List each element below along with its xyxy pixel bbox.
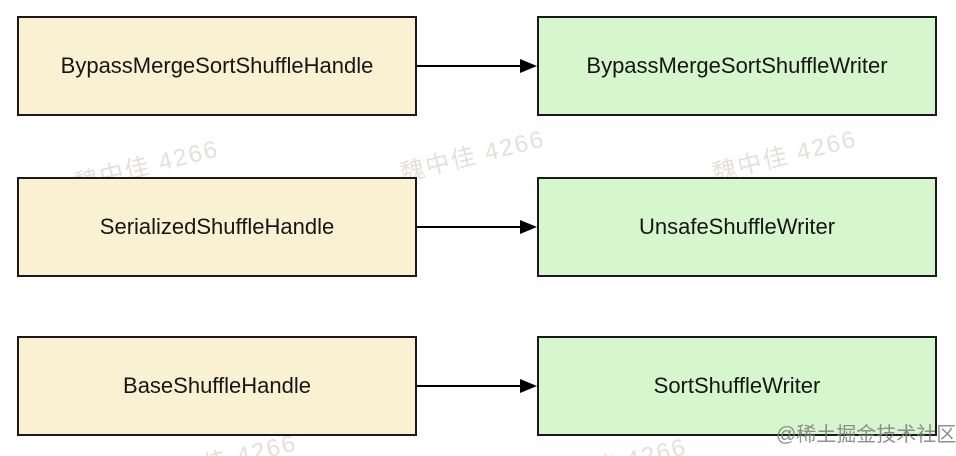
node-base-shuffle-handle: BaseShuffleHandle	[17, 336, 417, 436]
node-sort-shuffle-writer: SortShuffleWriter	[537, 336, 937, 436]
node-label: BypassMergeSortShuffleWriter	[586, 53, 888, 78]
node-label: BaseShuffleHandle	[123, 373, 311, 398]
node-bypass-merge-sort-shuffle-handle: BypassMergeSortShuffleHandle	[17, 16, 417, 116]
node-label: SortShuffleWriter	[653, 373, 821, 398]
watermark-diagonal: 魏中佳 4266	[397, 125, 548, 188]
node-unsafe-shuffle-writer: UnsafeShuffleWriter	[537, 177, 937, 277]
arrow-row2	[417, 220, 537, 234]
node-label: UnsafeShuffleWriter	[638, 214, 836, 239]
node-label: BypassMergeSortShuffleHandle	[60, 53, 374, 78]
node-label: SerializedShuffleHandle	[99, 214, 335, 239]
node-serialized-shuffle-handle: SerializedShuffleHandle	[17, 177, 417, 277]
arrow-row1	[417, 59, 537, 73]
arrow-row3	[417, 379, 537, 393]
node-bypass-merge-sort-shuffle-writer: BypassMergeSortShuffleWriter	[537, 16, 937, 116]
